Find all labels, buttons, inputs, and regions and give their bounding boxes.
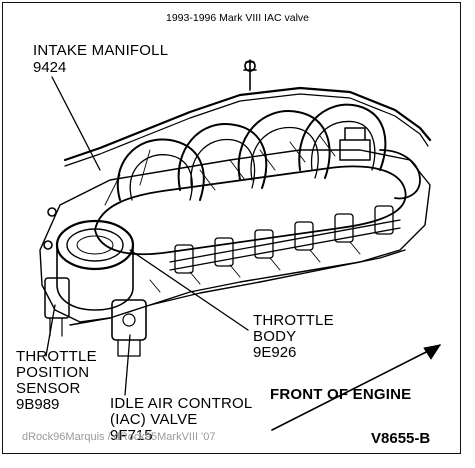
label-tps-line3: SENSOR (16, 380, 81, 397)
label-throttle-body-line1: THROTTLE (253, 312, 334, 329)
label-iac-line2: (IAC) VALVE (110, 411, 198, 428)
figure-frame (2, 2, 461, 454)
part-number-iac: 9F715 (110, 427, 153, 444)
label-throttle-body-line2: BODY (253, 328, 297, 345)
leader-intake-manifold (51, 76, 101, 171)
manifold-line-art (40, 60, 430, 356)
figure-caption: 1993-1996 Mark VIII IAC valve (166, 12, 309, 24)
label-tps-line1: THROTTLE (16, 348, 97, 365)
label-iac-line1: IDLE AIR CONTROL (110, 395, 253, 412)
label-intake-manifold: INTAKE MANIFOLL (33, 42, 169, 59)
label-tps-line2: POSITION (16, 364, 90, 381)
part-number-intake-manifold: 9424 (33, 59, 67, 76)
leader-throttle-body (129, 249, 249, 331)
part-number-throttle-body: 9E926 (253, 344, 297, 361)
front-of-engine-arrow (271, 344, 441, 431)
leader-throttle-position-sensor (45, 304, 56, 357)
leader-iac-valve (124, 334, 131, 396)
figure-code: V8655-B (371, 430, 431, 447)
part-number-tps: 9B989 (16, 396, 60, 413)
watermark-credit: dRock96Marquis / dRock95MarkVIII '07 (22, 431, 216, 443)
leader-lines (45, 76, 249, 396)
label-front-of-engine: FRONT OF ENGINE (270, 386, 412, 403)
